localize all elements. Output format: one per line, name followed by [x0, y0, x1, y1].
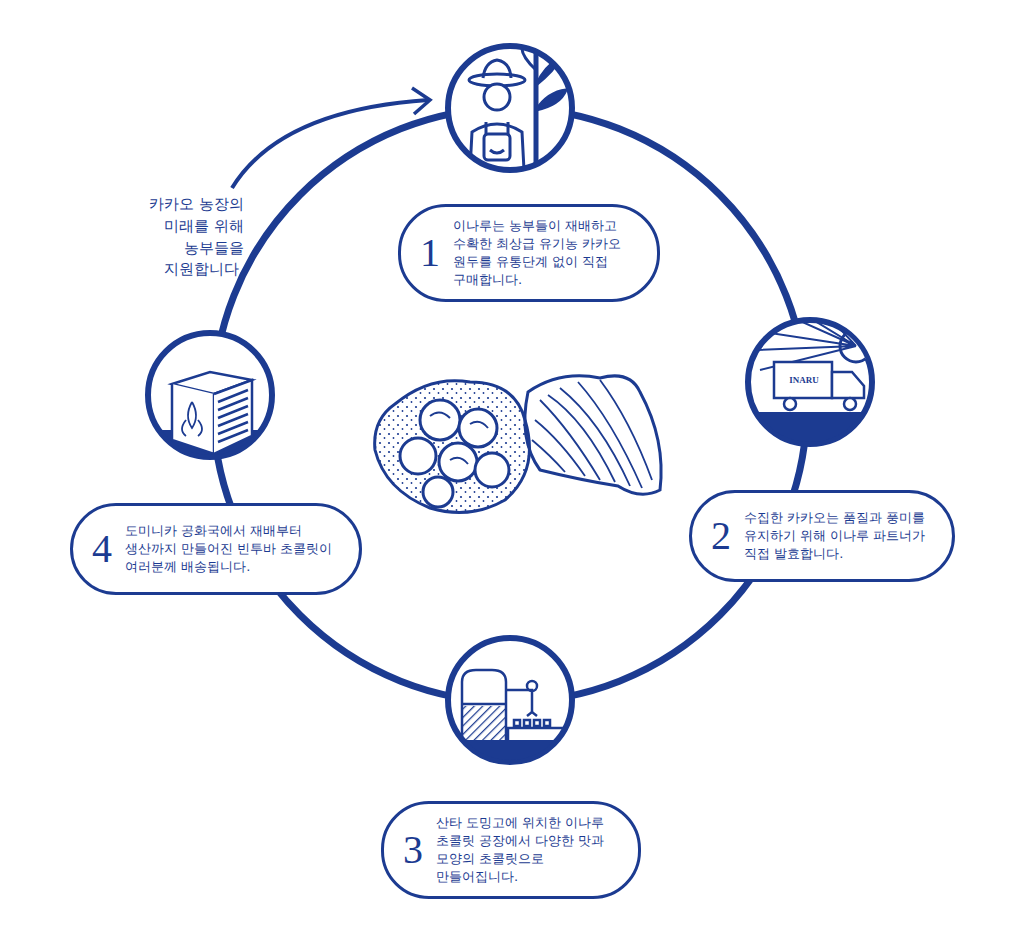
step-number: 4: [87, 529, 117, 569]
step-box: 1이나루는 농부들이 재배하고 수확한 최상급 유기농 카카오 원두를 유통단계…: [398, 204, 660, 302]
step-text: 도미니카 공화국에서 재배부터 생산까지 만들어진 빈투바 초콜릿이 여러분께 …: [125, 522, 335, 576]
cycle-ring: [213, 108, 807, 702]
cocoa-pod: [375, 376, 661, 513]
cycle-arrow: [232, 100, 428, 188]
note-text: 카카오 농장의 미래를 위해 농부들을 지원합니다.: [122, 194, 244, 281]
step-text: 이나루는 농부들이 재배하고 수확한 최상급 유기농 카카오 원두를 유통단계 …: [453, 217, 635, 289]
step-number: 1: [415, 233, 445, 273]
truck-icon: [745, 312, 875, 452]
truck-logo: INARU: [776, 375, 832, 386]
step-box: 4도미니카 공화국에서 재배부터 생산까지 만들어진 빈투바 초콜릿이 여러분께…: [70, 503, 362, 595]
step-box: 3산타 도밍고에 위치한 이나루 초콜릿 공장에서 다양한 맛과 모양의 초콜릿…: [381, 801, 641, 899]
package-icon: [145, 333, 275, 460]
arrow-head: [412, 88, 430, 114]
step-number: 3: [398, 830, 428, 870]
step-text: 수집한 카카오는 품질과 풍미를 유지하기 위해 이나루 파트너가 직접 발효합…: [744, 509, 932, 563]
farmer-icon: [448, 45, 572, 170]
factory-icon: [448, 638, 578, 770]
step-text: 산타 도밍고에 위치한 이나루 초콜릿 공장에서 다양한 맛과 모양의 초콜릿으…: [436, 814, 618, 886]
step-number: 2: [706, 516, 736, 556]
step-box: 2수집한 카카오는 품질과 풍미를 유지하기 위해 이나루 파트너가 직접 발효…: [689, 490, 955, 582]
